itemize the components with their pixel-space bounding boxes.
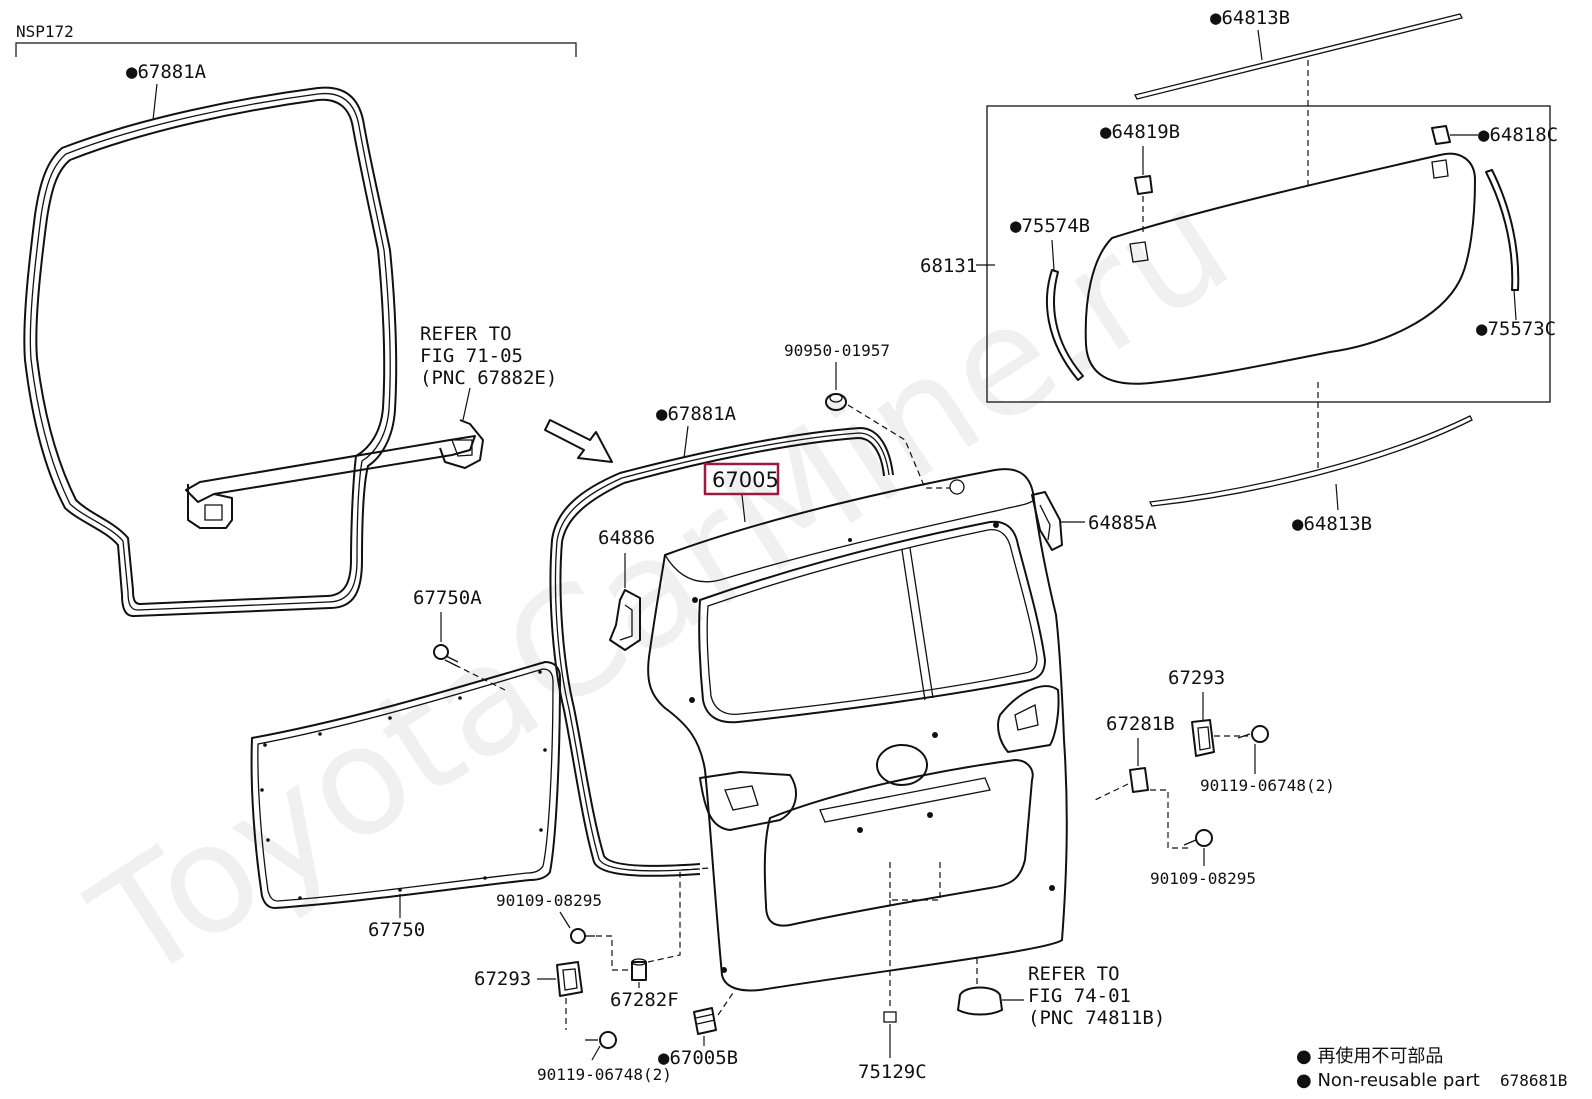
label-67005B: ●67005B (658, 1047, 738, 1069)
label-67282F: 67282F (610, 989, 679, 1011)
label-67881A-left: ●67881A (126, 61, 207, 83)
label-75573C: ●75573C (1476, 318, 1556, 340)
model-header: NSP172 (15, 22, 577, 57)
door-weatherstrip-left (23, 86, 398, 618)
label-64886: 64886 (598, 527, 655, 549)
label-90119-06748-right: 90119-06748(2) (1200, 776, 1335, 795)
striker-67293-right (1191, 719, 1215, 757)
moulding-75573C (1485, 169, 1520, 291)
label-90950-01957: 90950-01957 (784, 341, 890, 360)
label-64885A: 64885A (1088, 512, 1157, 534)
label-90109-08295-right: 90109-08295 (1150, 869, 1256, 888)
label-64813B-bottom: ●64813B (1292, 513, 1372, 535)
direction-arrow (544, 419, 613, 463)
ref-fig-71-05: REFER TO FIG 71-05 (PNC 67882E) (420, 323, 557, 389)
clip-64818C (1431, 125, 1451, 145)
bracket-64886 (609, 589, 641, 651)
door-weatherstrip-right (549, 427, 894, 877)
label-67293-right: 67293 (1168, 667, 1225, 689)
plug-90950 (825, 393, 847, 411)
back-window-glass-68131 (1084, 152, 1476, 385)
label-67750A: 67750A (413, 587, 482, 609)
label-64813B-top: ●64813B (1210, 7, 1290, 29)
label-67750: 67750 (368, 919, 425, 941)
label-64819B: ●64819B (1100, 121, 1180, 143)
legend-ja: ● 再使用不可部品 (1296, 1046, 1443, 1067)
trim-board-67750 (250, 661, 561, 909)
label-75574B: ●75574B (1010, 215, 1090, 237)
moulding-64813B-bottom (1149, 415, 1473, 507)
moulding-64813B-top (1134, 13, 1463, 100)
label-90109-08295-left: 90109-08295 (496, 891, 602, 910)
bolt-90109-right (1183, 829, 1213, 847)
legend: ● 再使用不可部品 ● Non-reusable part 678681B (1296, 1046, 1567, 1091)
model-code: NSP172 (16, 22, 74, 41)
figure-code: 678681B (1500, 1071, 1567, 1090)
back-door-panel-67005 (647, 468, 1068, 992)
license-lamp-74811B (957, 986, 1003, 1016)
label-67881A-right: ●67881A (656, 403, 737, 425)
label-67293-left: 67293 (474, 968, 531, 990)
glass-assembly-box (986, 105, 1551, 403)
label-67281B: 67281B (1106, 713, 1175, 735)
bolt-90109-left (570, 928, 595, 944)
svg-text:ToyotaCarMine.ru: ToyotaCarMine.ru (64, 156, 1259, 1016)
bumper-67005B (693, 1007, 717, 1035)
label-68131: 68131 (920, 255, 977, 277)
bolt-90119-right (1237, 725, 1269, 743)
label-75129C: 75129C (858, 1061, 927, 1083)
cushion-67282F (631, 958, 647, 981)
hinge-64885A (1031, 491, 1063, 551)
label-64818C: ●64818C (1478, 124, 1558, 146)
label-90119-06748-left: 90119-06748(2) (537, 1065, 672, 1084)
label-67005: 67005 (712, 468, 779, 492)
clip-75129C (883, 1011, 897, 1023)
watermark: ToyotaCarMine.ru (64, 156, 1259, 1016)
bolt-90119-left (585, 1031, 617, 1049)
clip-64819B (1134, 175, 1153, 195)
ref-fig-74-01: REFER TO FIG 74-01 (PNC 74811B) (1028, 963, 1165, 1029)
clip-67281B (1129, 767, 1149, 793)
moulding-75574B (1045, 269, 1084, 381)
left-crossbar-bracket (185, 419, 484, 529)
highlight-box-67005 (703, 462, 780, 496)
legend-en: ● Non-reusable part (1296, 1070, 1480, 1091)
striker-67293-left (556, 961, 583, 997)
